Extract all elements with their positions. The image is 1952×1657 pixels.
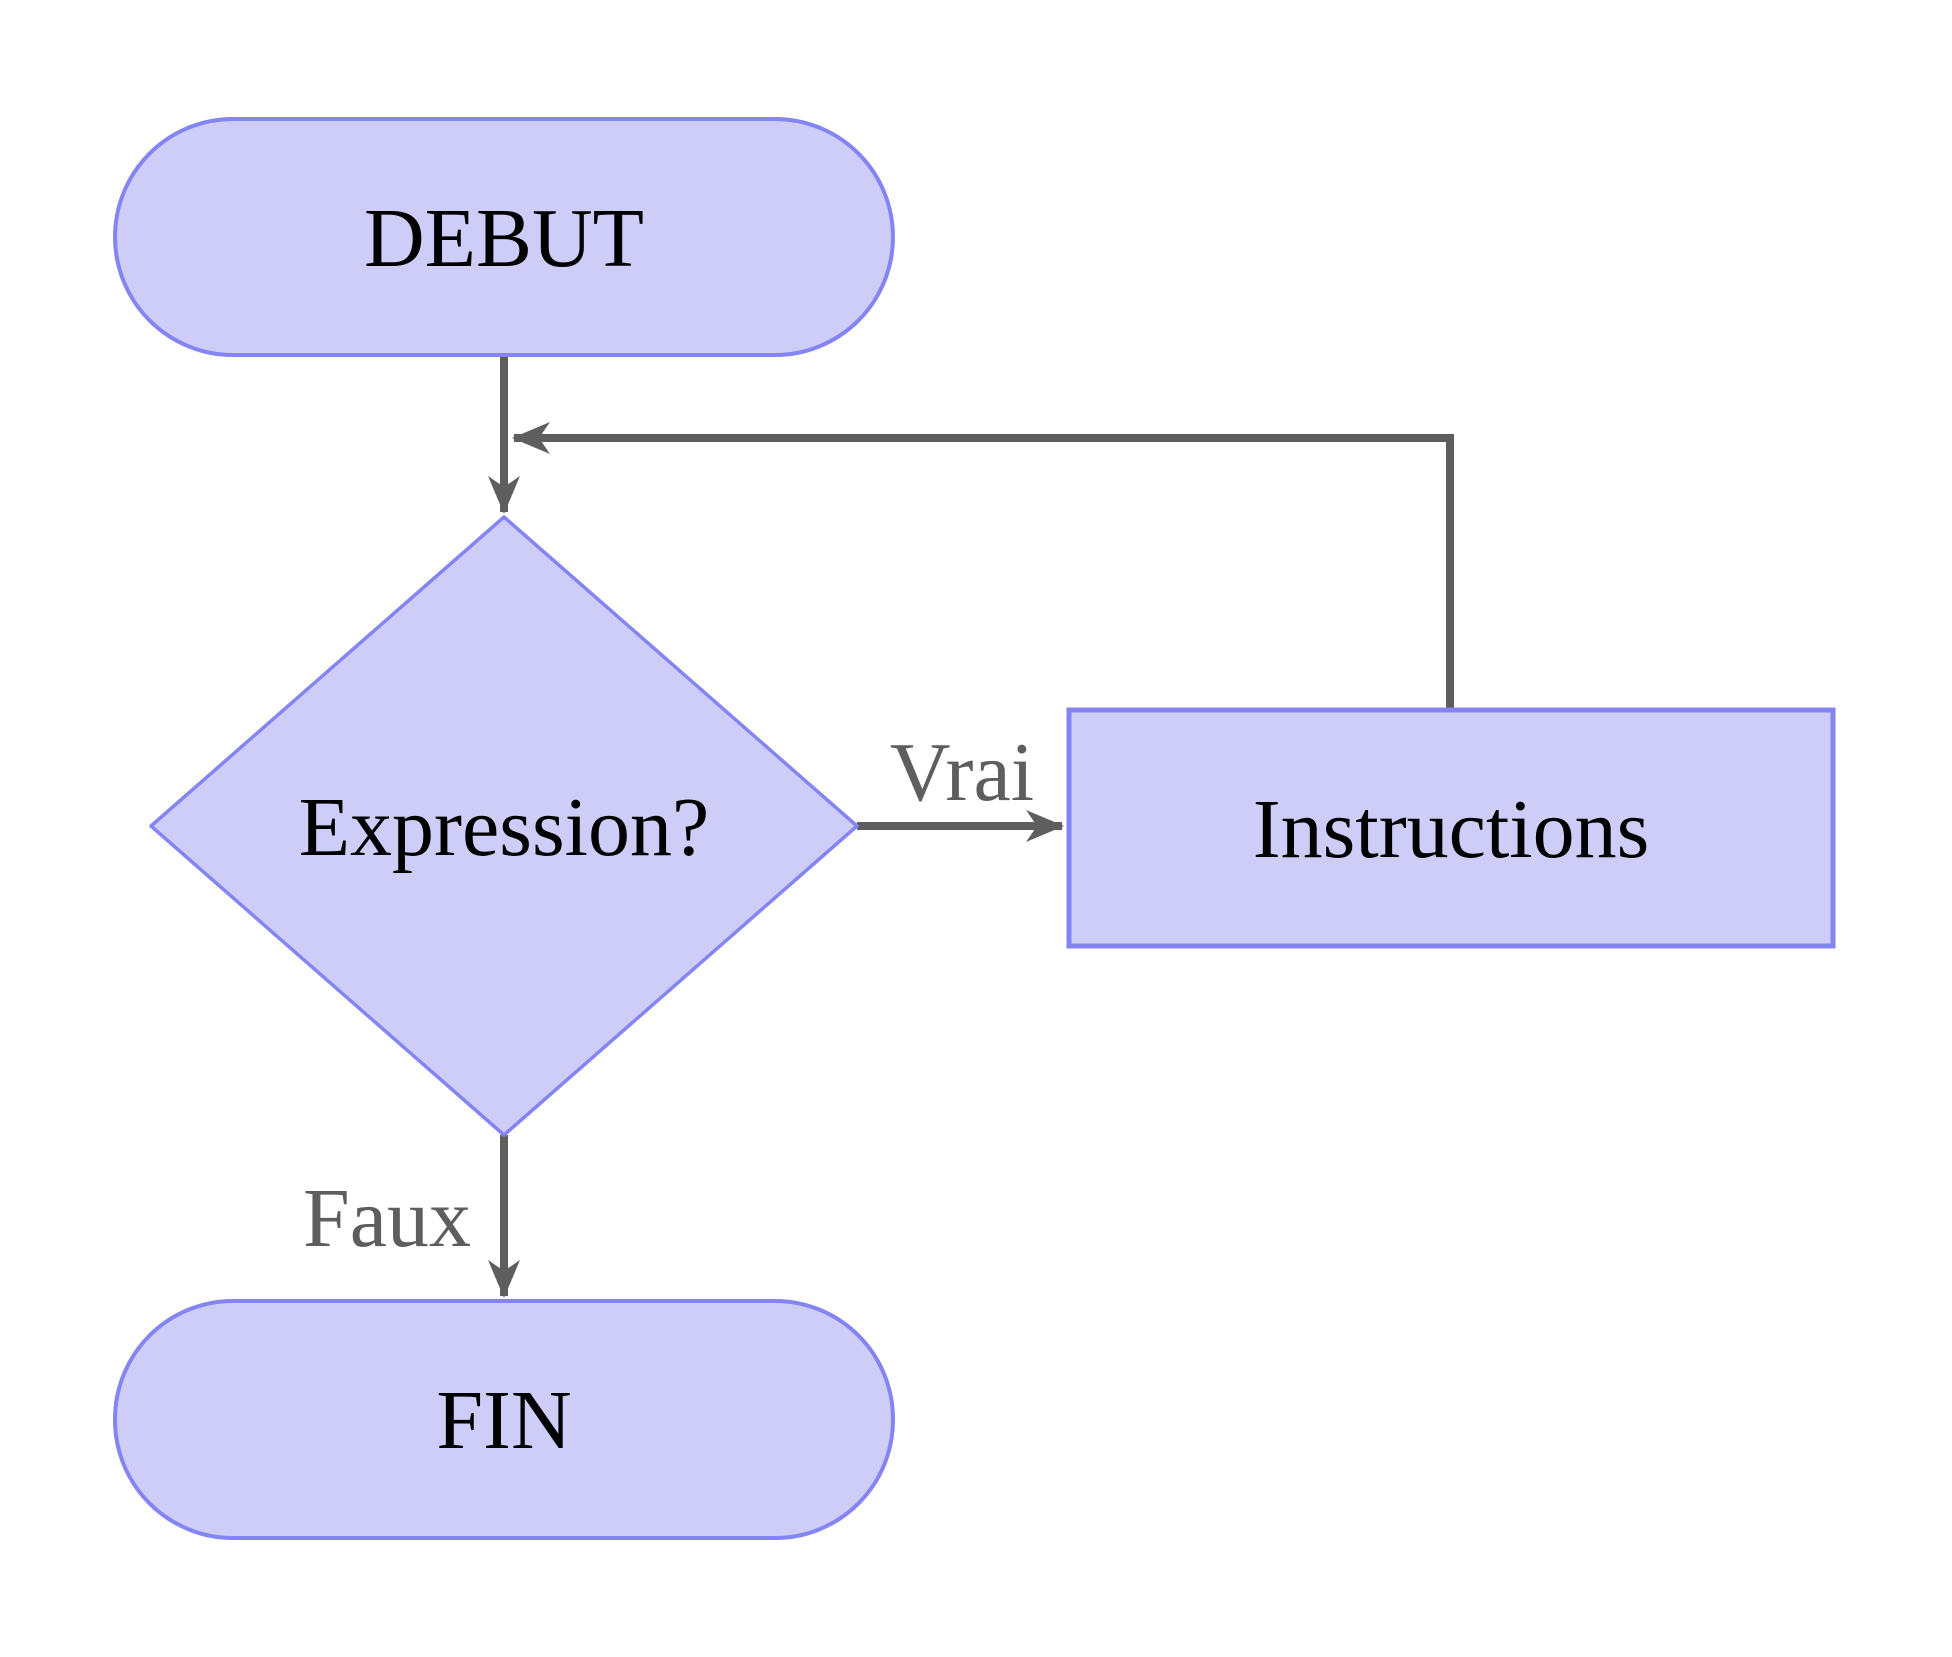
edges	[488, 355, 1454, 1298]
edge-label-vrai: Vrai	[890, 726, 1034, 819]
decision-node	[149, 515, 859, 1137]
edge-label-faux: Faux	[303, 1172, 471, 1265]
end-node-label: FIN	[436, 1374, 571, 1467]
process-node	[1066, 707, 1836, 949]
end-node	[113, 1299, 895, 1540]
start-node-label: DEBUT	[364, 192, 644, 285]
start-node	[113, 117, 895, 357]
decision-node-label: Expression?	[299, 781, 710, 874]
process-node-label: Instructions	[1253, 783, 1650, 876]
nodes: DEBUT Expression? Instructions FIN	[113, 117, 1836, 1540]
edge-loop-back	[512, 422, 1454, 710]
